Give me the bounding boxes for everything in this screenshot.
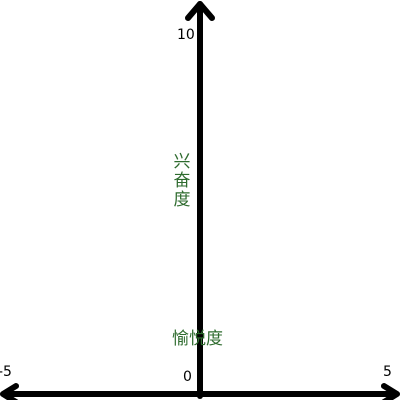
x-axis-title: 愉悦度 bbox=[172, 329, 223, 349]
y-axis-title-char: 奋 bbox=[174, 171, 191, 191]
y-tick-label-min: 0 bbox=[183, 369, 192, 385]
x-tick-label-max: 5 bbox=[383, 364, 392, 380]
x-tick-label-min: -5 bbox=[0, 364, 12, 380]
y-axis-title: 兴奋度 bbox=[174, 152, 191, 210]
y-axis-arrow-icon bbox=[185, 1, 215, 21]
x-axis-left-arrow-icon bbox=[0, 383, 19, 400]
y-axis-title-char: 度 bbox=[174, 190, 191, 210]
x-axis-right-arrow-icon bbox=[381, 383, 400, 400]
y-axis-title-char: 兴 bbox=[174, 152, 191, 172]
y-tick-label-max: 10 bbox=[177, 27, 195, 43]
